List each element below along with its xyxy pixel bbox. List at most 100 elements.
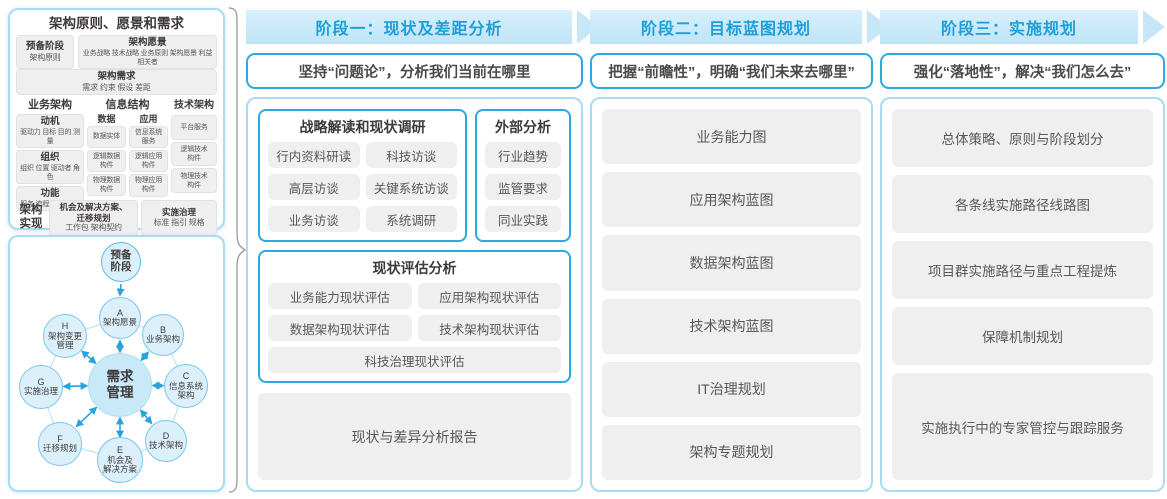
prep-phase-title: 预备阶段 xyxy=(25,40,64,52)
physical-app-box: 物理应用 构件 xyxy=(129,174,168,197)
double-arrow-b xyxy=(140,351,150,362)
list-item: 关键系统访谈 xyxy=(365,174,457,200)
vision-title: 架构愿景 xyxy=(128,37,167,48)
list-item: 数据架构现状评估 xyxy=(268,315,412,341)
phase-3-slogan: 强化“落地性”，解决“我们怎么去” xyxy=(880,53,1165,89)
implementation-label: 架构 实现 xyxy=(19,204,43,230)
business-architecture-header: 业务架构 xyxy=(28,99,72,111)
phase-1-column: 阶段一：现状及差距分析 坚持“问题论”，分析我们当前在哪里 战略解读和现状调研 … xyxy=(246,10,599,492)
phase-3-column: 阶段三：实施规划 强化“落地性”，解决“我们怎么去” 总体策略、原则与阶段划分 … xyxy=(880,10,1165,492)
application-header: 应用 xyxy=(139,114,158,124)
phase-2-column: 阶段二：目标蓝图规划 把握“前瞻性”，明确“我们未来去哪里” 业务能力图 应用架… xyxy=(590,10,889,492)
requirements-title: 架构需求 xyxy=(97,70,136,82)
info-system-service-box: 信息系统 服务 xyxy=(129,126,168,149)
requirements-sub: 需求 约束 假设 差距 xyxy=(82,82,151,92)
list-item: 同业实践 xyxy=(485,206,561,232)
cycle-node-h: H 架构变更 管理 xyxy=(43,314,87,358)
opportunities-sub: 工作包 架构契约 xyxy=(65,223,122,233)
list-item: 实施执行中的专家管控与跟踪服务 xyxy=(892,373,1153,480)
phase-1-content: 战略解读和现状调研 行内资料研读 科技访谈 高层访谈 关键系统访谈 业务访谈 系… xyxy=(246,97,583,492)
motivation-sub: 驱动力 目标 目的 测量 xyxy=(20,128,80,145)
adm-cycle-panel: 预备 阶段 需求 管理 A 架构愿景 B 业务架构 C 信息系统 架构 D 技术… xyxy=(8,235,225,492)
application-subcolumn: 应用 信息系统 服务 逻辑应用 构件 物理应用 构件 xyxy=(129,114,168,197)
organization-sub: 组织 位置 驱动者 角色 xyxy=(20,164,80,182)
phase-2-content: 业务能力图 应用架构蓝图 数据架构蓝图 技术架构蓝图 IT治理规划 架构专题规划 xyxy=(590,97,873,492)
list-item: 科技访谈 xyxy=(365,142,457,168)
list-item: 行业趋势 xyxy=(485,142,561,168)
external-analysis-group: 外部分析 行业趋势 监管要求 同业实践 xyxy=(475,109,571,242)
list-item: 各条线实施路径线路图 xyxy=(892,175,1153,233)
prep-phase-sub: 架构原则 xyxy=(29,52,61,62)
opportunities-title: 机会及解决方案、 迁移规划 xyxy=(59,202,128,223)
technology-architecture-column: 技术架构 平台服务 逻辑技术 构件 物理技术 构件 xyxy=(171,99,217,196)
opportunities-migration-box: 机会及解决方案、 迁移规划 工作包 架构契约 xyxy=(49,200,138,236)
governance-sub: 标准 指引 规格 xyxy=(153,217,205,227)
list-item: 总体策略、原则与阶段划分 xyxy=(892,109,1153,167)
list-item: 行内资料研读 xyxy=(268,142,360,168)
organization-title: 组织 xyxy=(40,152,60,164)
function-title: 功能 xyxy=(40,188,60,200)
phase-1-banner-label: 阶段一：现状及差距分析 xyxy=(246,10,572,44)
current-assessment-title: 现状评估分析 xyxy=(372,260,457,276)
implementation-governance-box: 实施治理 标准 指引 规格 xyxy=(141,200,217,236)
phase-2-banner-label: 阶段二：目标蓝图规划 xyxy=(590,10,862,44)
double-arrow-h xyxy=(81,350,97,365)
vision-sub: 业务战略 技术战略 业务原则 架构愿景 利益相关者 xyxy=(82,49,213,66)
data-entity-box: 数据实体 xyxy=(87,126,126,148)
logical-app-box: 逻辑应用 构件 xyxy=(129,150,168,173)
list-item: IT治理规划 xyxy=(602,361,861,417)
prep-vision-row: 预备阶段 架构原则 架构愿景 业务战略 技术战略 业务原则 架构愿景 利益相关者 xyxy=(16,35,217,70)
requirements-box: 架构需求 需求 约束 假设 差距 xyxy=(16,69,217,95)
cycle-node-c: C 信息系统 架构 xyxy=(164,364,208,408)
list-item: 技术架构现状评估 xyxy=(417,315,561,341)
list-item: 监管要求 xyxy=(485,174,561,200)
principles-vision-requirements-panel: 架构原则、愿景和需求 预备阶段 架构原则 架构愿景 业务战略 技术战略 业务原则… xyxy=(8,8,225,236)
information-structure-header: 信息结构 xyxy=(105,99,150,111)
cycle-node-requirements-management: 需求 管理 xyxy=(88,353,152,417)
list-item: 架构专题规划 xyxy=(602,424,861,481)
governance-title: 实施治理 xyxy=(161,207,196,218)
list-item: 业务能力图 xyxy=(602,109,861,165)
list-item: 保障机制规划 xyxy=(892,307,1153,365)
phase-1-banner: 阶段一：现状及差距分析 xyxy=(246,10,599,44)
logical-tech-box: 逻辑技术 构件 xyxy=(171,141,217,167)
motivation-box: 动机 驱动力 目标 目的 测量 xyxy=(16,114,84,149)
list-item: 业务能力现状评估 xyxy=(268,283,412,309)
curly-brace xyxy=(228,7,247,493)
architecture-implementation-row: 架构 实现 机会及解决方案、 迁移规划 工作包 架构契约 实施治理 标准 指引 … xyxy=(16,200,217,236)
data-subcolumn: 数据 数据实体 逻辑数据 构件 物理数据 构件 xyxy=(87,114,126,196)
phase-3-banner: 阶段三：实施规划 xyxy=(880,10,1165,44)
logical-data-box: 逻辑数据 构件 xyxy=(87,149,126,172)
double-arrow-f xyxy=(75,406,98,428)
cycle-node-a: A 架构愿景 xyxy=(99,297,141,339)
strategy-research-group: 战略解读和现状调研 行内资料研读 科技访谈 高层访谈 关键系统访谈 业务访谈 系… xyxy=(258,109,467,242)
cycle-node-b: B 业务架构 xyxy=(142,314,184,356)
external-analysis-title: 外部分析 xyxy=(495,119,551,135)
cycle-node-prep: 预备 阶段 xyxy=(101,242,141,282)
current-assessment-group: 现状评估分析 业务能力现状评估 应用架构现状评估 数据架构现状评估 技术架构现状… xyxy=(258,250,571,383)
data-header: 数据 xyxy=(97,114,116,124)
vision-box: 架构愿景 业务战略 技术战略 业务原则 架构愿景 利益相关者 xyxy=(78,35,217,70)
technology-architecture-header: 技术架构 xyxy=(174,100,214,111)
list-item: 项目群实施路径与重点工程提炼 xyxy=(892,241,1153,299)
list-item: 高层访谈 xyxy=(268,174,360,200)
cycle-node-e: E 机会及 解决方案 xyxy=(97,437,143,483)
list-item: 业务访谈 xyxy=(268,206,360,232)
double-arrow-g xyxy=(62,381,89,391)
phase-1-slogan: 坚持“问题论”，分析我们当前在哪里 xyxy=(246,53,583,89)
phase-3-arrow-tip-icon xyxy=(1143,10,1165,44)
list-item: 数据架构蓝图 xyxy=(602,235,861,291)
list-item: 系统调研 xyxy=(365,206,457,232)
list-item: 应用架构现状评估 xyxy=(417,283,561,309)
architecture-columns: 业务架构 动机 驱动力 目标 目的 测量 组织 组织 位置 驱动者 角色 功能 … xyxy=(16,99,217,212)
phase-2-banner: 阶段二：目标蓝图规划 xyxy=(590,10,889,44)
cycle-node-f: F 迁移规划 xyxy=(38,422,82,466)
phase-3-content: 总体策略、原则与阶段划分 各条线实施路径线路图 项目群实施路径与重点工程提炼 保… xyxy=(880,97,1165,492)
list-item: 技术架构蓝图 xyxy=(602,298,861,354)
list-item: 应用架构蓝图 xyxy=(602,172,861,228)
phase-2-slogan: 把握“前瞻性”，明确“我们未来去哪里” xyxy=(590,53,873,89)
platform-service-box: 平台服务 xyxy=(171,115,217,140)
physical-data-box: 物理数据 构件 xyxy=(87,173,126,196)
business-architecture-column: 业务架构 动机 驱动力 目标 目的 测量 组织 组织 位置 驱动者 角色 功能 … xyxy=(16,99,84,212)
